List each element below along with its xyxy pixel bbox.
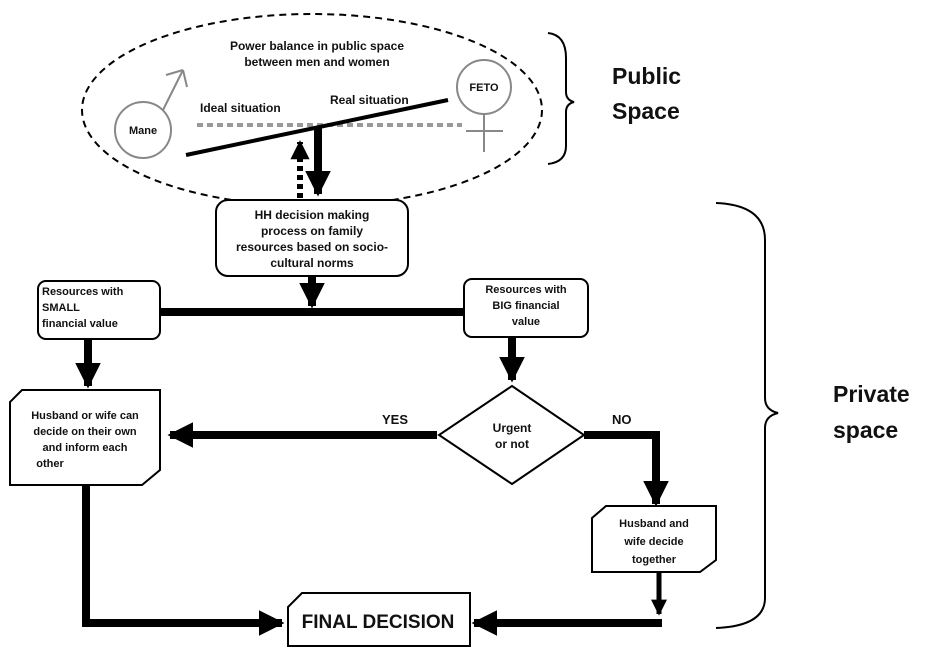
- public-space-brace: [547, 32, 575, 165]
- final-decision-box: [287, 592, 471, 647]
- male-symbol-icon: [114, 69, 188, 159]
- together-line-2: wife decide: [623, 536, 683, 548]
- own-decision-line-2: decide on their own: [33, 426, 137, 438]
- hh-decision-line-1: HH decision making: [255, 208, 370, 222]
- no-arrow-path: [584, 431, 660, 500]
- urgent-diamond: [437, 384, 586, 486]
- private-space-brace: [715, 202, 779, 629]
- final-decision-label: FINAL DECISION: [302, 612, 455, 633]
- own-decision-line-1: Husband or wife can: [31, 410, 139, 422]
- own-decision-box: [9, 389, 161, 486]
- female-label: FETO: [469, 82, 499, 94]
- urgent-line-2: or not: [495, 437, 529, 451]
- power-balance-title-line-1: Power balance in public space: [230, 39, 404, 53]
- public-space-label-line-1: Public: [612, 63, 681, 89]
- together-box: [591, 505, 717, 573]
- big-resources-line-3: value: [512, 316, 540, 328]
- no-label: NO: [612, 412, 632, 427]
- big-resources-line-2: BIG financial: [492, 300, 559, 312]
- together-line-1: Husband and: [619, 518, 689, 530]
- ideal-situation-label: Ideal situation: [200, 101, 281, 115]
- real-situation-label: Real situation: [330, 93, 409, 107]
- small-resources-line-1: Resources with: [42, 286, 124, 298]
- together-line-3: together: [632, 554, 677, 566]
- own-decision-line-4: other: [36, 458, 64, 470]
- public-space-label-line-2: Space: [612, 98, 680, 124]
- small-resources-line-3: financial value: [42, 318, 118, 330]
- own-decision-line-3: and inform each: [43, 442, 128, 454]
- hh-decision-line-3: resources based on socio-: [236, 240, 388, 254]
- yes-label: YES: [382, 412, 408, 427]
- big-resources-line-1: Resources with: [485, 284, 567, 296]
- hh-decision-line-2: process on family: [261, 224, 363, 238]
- female-symbol-icon: [456, 59, 512, 152]
- male-label: Mane: [129, 125, 157, 137]
- private-space-label-line-2: space: [833, 417, 898, 443]
- hh-decision-line-4: cultural norms: [270, 256, 354, 270]
- urgent-line-1: Urgent: [493, 421, 532, 435]
- real-balance-line: [185, 98, 449, 157]
- public-space-ellipse-group: Power balance in public space between me…: [81, 13, 543, 207]
- power-balance-title-line-2: between men and women: [244, 55, 389, 69]
- big-resources-box: [463, 278, 589, 338]
- private-space-label-line-1: Private: [833, 381, 910, 407]
- small-resources-line-2: SMALL: [42, 302, 80, 314]
- small-resources-box: [37, 280, 161, 340]
